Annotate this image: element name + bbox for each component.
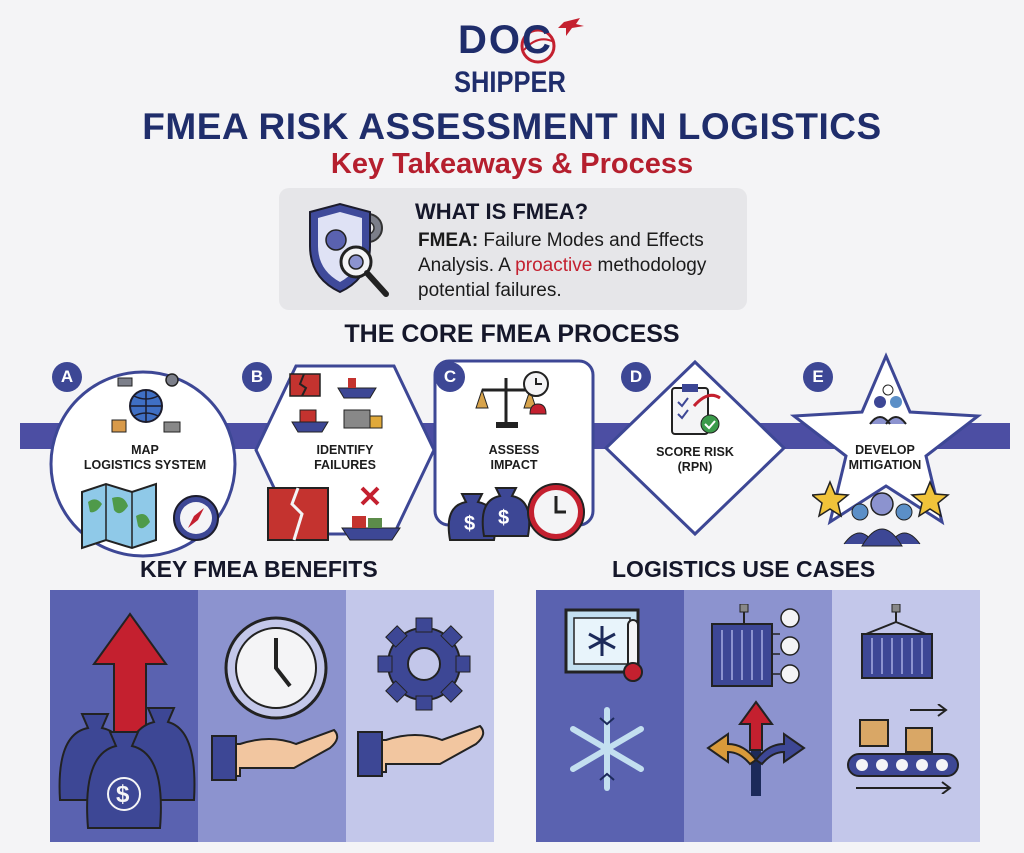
what-is-fmea-heading: WHAT IS FMEA? (415, 199, 589, 224)
use-case-panel-warehouse (832, 590, 980, 842)
broken-containers-icon (267, 486, 401, 541)
money-up-arrow-icon: $ (58, 612, 196, 829)
page-subtitle: Key Takeaways & Process (330, 148, 694, 180)
reefer-thermometer-icon (564, 608, 643, 682)
shield-gear-magnifier-icon (309, 202, 389, 297)
step-d-line2: (RPN) (677, 460, 713, 474)
step-b-line1: IDENTIFY (316, 443, 374, 457)
compass-icon (173, 495, 219, 541)
step-a-line2: LOGISTICS SYSTEM (83, 458, 207, 472)
globe-network-icon (111, 373, 181, 433)
route-arrows-icon (706, 700, 806, 796)
step-a-badge: A (52, 362, 82, 392)
logo-text-doc: DOC (458, 18, 553, 62)
svg-text:$: $ (464, 513, 475, 535)
definition-text-2: methodology potential failures. (418, 255, 707, 301)
step-c-line1: ASSESS (488, 443, 540, 457)
step-e-star (789, 352, 983, 526)
step-a-line1: MAP (131, 443, 159, 457)
step-e-line2: MITIGATION (848, 458, 922, 472)
step-e-badge: E (803, 362, 833, 392)
plane-globe-icon (520, 18, 584, 64)
step-c-badge: C (435, 362, 465, 392)
doc-shipper-logo: DOC SHIPPER (440, 14, 590, 104)
use-cases-heading: LOGISTICS USE CASES (612, 556, 876, 582)
step-d-line1: SCORE RISK (656, 445, 734, 459)
gear-hand-icon (357, 617, 485, 777)
scale-clock-alarm-icon (475, 371, 549, 428)
snowflake-icon (570, 707, 644, 791)
step-c-line2: IMPACT (490, 458, 538, 472)
benefits-heading: KEY FMEA BENEFITS (140, 556, 378, 582)
failure-shipping-icon (289, 373, 383, 433)
team-stars-icon (812, 480, 950, 547)
folded-map-icon (81, 482, 157, 550)
container-lift-icon (861, 604, 933, 679)
team-cycle-icon (869, 384, 907, 425)
container-crane-icon (711, 604, 800, 687)
step-d-label: SCORE RISK(RPN) (630, 445, 760, 475)
clock-hand-icon (211, 616, 339, 781)
svg-text:$: $ (498, 507, 509, 529)
step-d-badge: D (621, 362, 651, 392)
core-process-heading: THE CORE FMEA PROCESS (344, 320, 680, 348)
step-b-line2: FAILURES (314, 458, 376, 472)
proactive-highlight: proactive (515, 255, 593, 276)
what-is-fmea-text: FMEA: Failure Modes and Effects Analysis… (418, 228, 738, 303)
definition-text-1: Failure Modes and Effects Analysis. A (418, 230, 704, 276)
step-d-diamond (603, 359, 787, 537)
conveyor-boxes-icon (847, 704, 959, 794)
fmea-term: FMEA: (418, 230, 479, 251)
clipboard-check-icon (671, 384, 721, 435)
money-bags-clock-icon: $ $ (447, 483, 585, 541)
svg-text:$: $ (116, 781, 130, 808)
step-e-line1: DEVELOP (855, 443, 915, 457)
step-b-badge: B (242, 362, 272, 392)
logo-text-shipper: SHIPPER (454, 66, 566, 99)
page-title: FMEA RISK ASSESSMENT IN LOGISTICS (142, 106, 882, 147)
